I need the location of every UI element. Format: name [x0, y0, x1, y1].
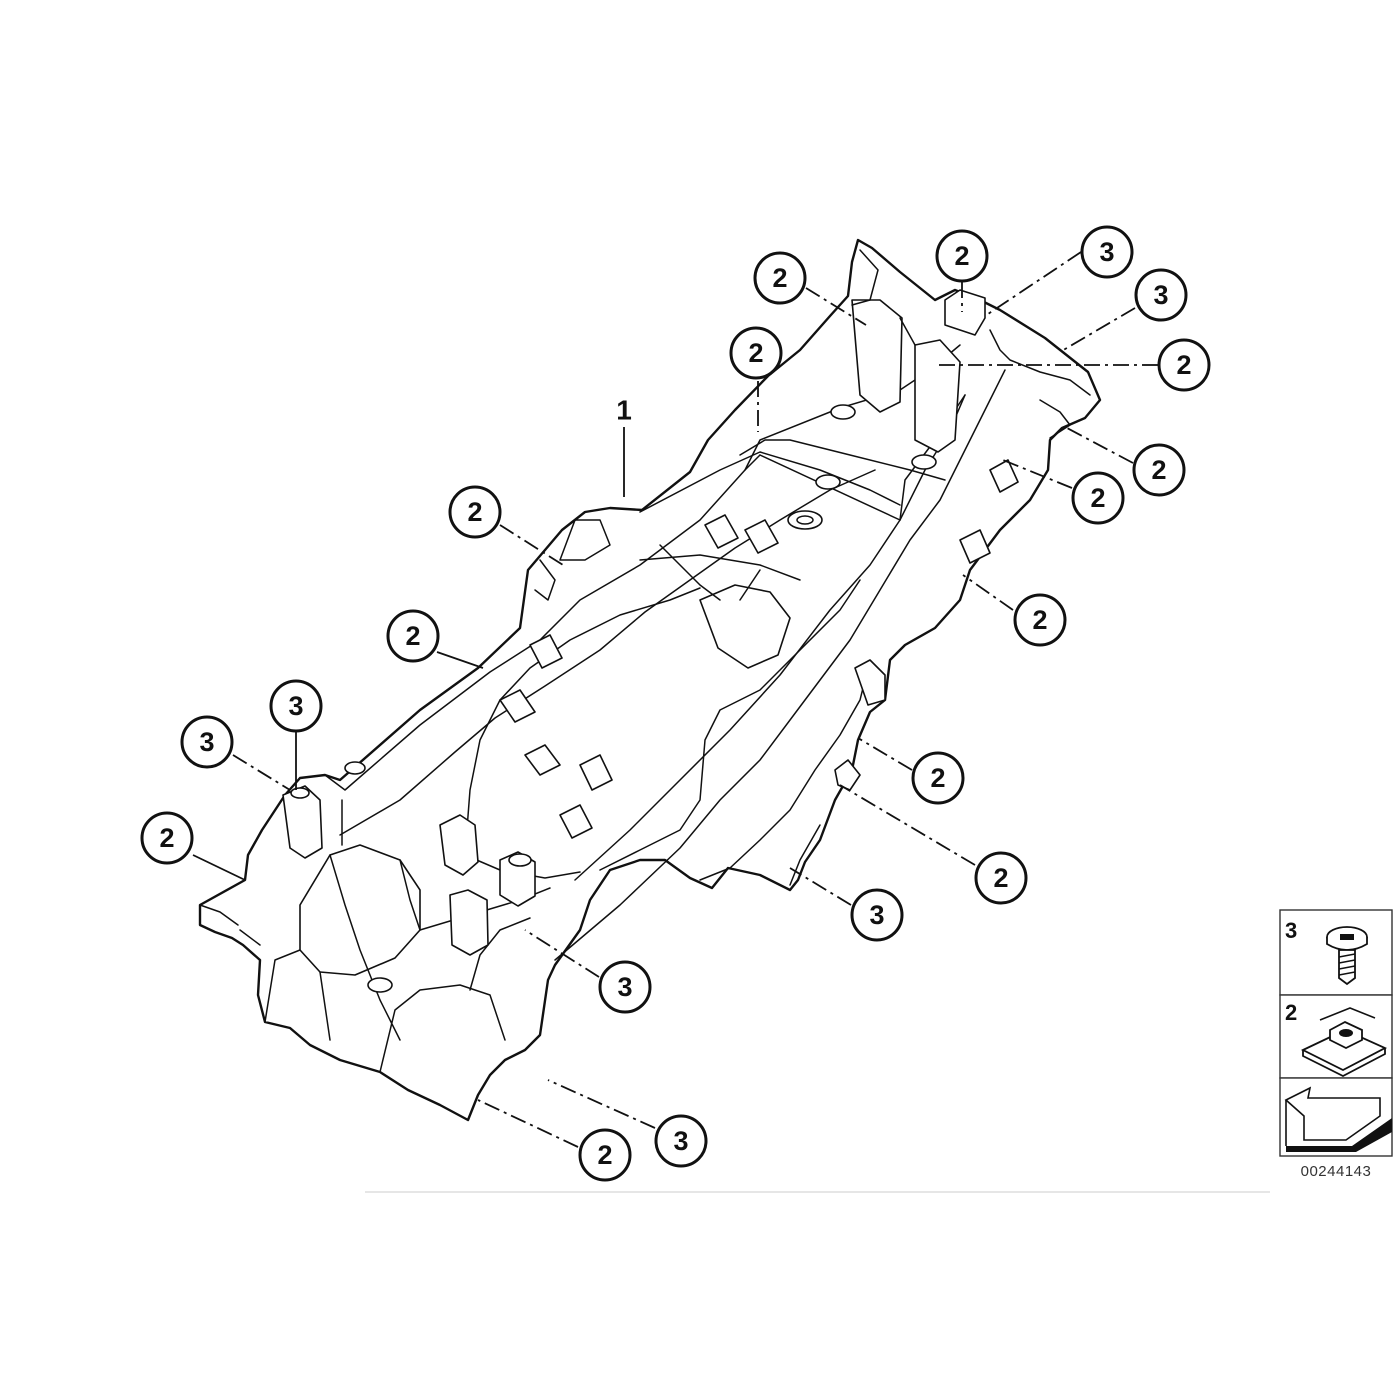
svg-text:3: 3: [199, 727, 214, 757]
callout-bubble: 2: [448, 485, 502, 539]
callout-bubble: 2: [974, 851, 1028, 905]
legend-label-clip-nut: 2: [1285, 1000, 1297, 1025]
callout-bubble: 2: [578, 1128, 632, 1182]
legend-label-screw: 3: [1285, 918, 1297, 943]
callout-bubble: 2: [1013, 593, 1067, 647]
callout-bubble: 2: [1071, 471, 1125, 525]
svg-text:2: 2: [772, 263, 787, 293]
callout-bubble: 3: [1134, 268, 1188, 322]
leader-lines: [192, 251, 1158, 1148]
svg-text:3: 3: [1153, 280, 1168, 310]
callout-bubble: 3: [850, 888, 904, 942]
callout-bubble: 2: [1132, 443, 1186, 497]
svg-text:2: 2: [597, 1140, 612, 1170]
svg-text:3: 3: [869, 900, 884, 930]
callout-bubble: 2: [911, 751, 965, 805]
callout-bubble: 3: [269, 679, 323, 733]
svg-text:3: 3: [617, 972, 632, 1002]
svg-text:2: 2: [993, 863, 1008, 893]
svg-text:3: 3: [288, 691, 303, 721]
callout-bubble: 2: [140, 811, 194, 865]
callout-bubble: 2: [386, 609, 440, 663]
rear-frame-part: [198, 238, 1102, 1122]
callout-bubble: 2: [1157, 338, 1211, 392]
callout-bubble: 3: [180, 715, 234, 769]
legend-cell-screw: [1279, 909, 1393, 996]
diagram-code: 00244143: [1301, 1163, 1372, 1180]
callout-bubble: 3: [1080, 225, 1134, 279]
legend-panel: 3 2: [1279, 909, 1393, 1157]
svg-text:2: 2: [467, 497, 482, 527]
svg-text:2: 2: [1151, 455, 1166, 485]
callout-bubble: 3: [598, 960, 652, 1014]
callout-bubble: 3: [654, 1114, 708, 1168]
callouts: 1 2 2 3 3 2 2 2 2 2 2 2 3 3 2 2 3 2 3 3 …: [140, 225, 1211, 1182]
svg-text:2: 2: [1176, 350, 1191, 380]
svg-text:3: 3: [673, 1126, 688, 1156]
svg-text:2: 2: [1032, 605, 1047, 635]
svg-text:2: 2: [159, 823, 174, 853]
svg-text:3: 3: [1099, 237, 1114, 267]
orientation-arrow-icon: [1284, 1086, 1392, 1152]
screw-icon: [1326, 926, 1368, 986]
callout-bubble: 2: [935, 229, 989, 283]
callout-bubble: 2: [729, 326, 783, 380]
callout-bubble: 2: [753, 251, 807, 305]
clip-nut-icon: [1300, 1007, 1388, 1078]
callout-part-1: 1: [616, 395, 632, 426]
svg-text:2: 2: [1090, 483, 1105, 513]
svg-text:2: 2: [954, 241, 969, 271]
svg-text:2: 2: [930, 763, 945, 793]
svg-text:2: 2: [405, 621, 420, 651]
svg-text:2: 2: [748, 338, 763, 368]
